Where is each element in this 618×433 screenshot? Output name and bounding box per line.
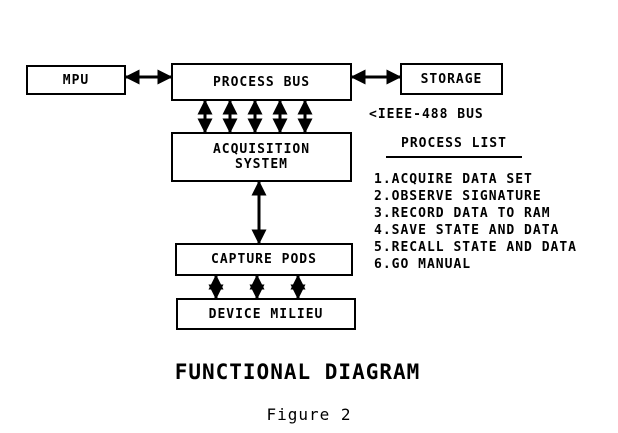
process-list-item: 3.RECORD DATA TO RAM — [374, 206, 551, 221]
process-bus-label: PROCESS BUS — [212, 74, 311, 90]
acquisition-label-line2: SYSTEM — [235, 157, 288, 172]
process-bus-block: PROCESS BUS — [171, 63, 352, 101]
process-list: 1.ACQUIRE DATA SET 2.OBSERVE SIGNATURE 3… — [374, 171, 577, 273]
mpu-block: MPU — [26, 65, 126, 95]
storage-label: STORAGE — [420, 71, 483, 87]
figure-caption: Figure 2 — [266, 405, 352, 424]
capture-pods-label: CAPTURE PODS — [211, 252, 317, 267]
process-list-item: 4.SAVE STATE AND DATA — [374, 223, 560, 238]
process-list-item: 5.RECALL STATE AND DATA — [374, 240, 578, 255]
device-milieu-block: DEVICE MILIEU — [176, 298, 356, 330]
process-list-item: 2.OBSERVE SIGNATURE — [374, 189, 542, 204]
process-list-item: 6.GO MANUAL — [374, 257, 472, 272]
capture-pods-block: CAPTURE PODS — [175, 243, 353, 276]
process-list-title: PROCESS LIST — [386, 136, 522, 158]
acquisition-system-block: ACQUISITION SYSTEM — [171, 132, 352, 182]
mpu-label: MPU — [62, 72, 90, 88]
diagram-title: FUNCTIONAL DIAGRAM — [174, 360, 421, 384]
ieee-bus-label: <IEEE-488 BUS — [369, 107, 484, 122]
storage-block: STORAGE — [400, 63, 503, 95]
acquisition-label-line1: ACQUISITION — [212, 142, 311, 157]
device-milieu-label: DEVICE MILIEU — [208, 306, 324, 322]
process-list-item: 1.ACQUIRE DATA SET — [374, 172, 533, 187]
